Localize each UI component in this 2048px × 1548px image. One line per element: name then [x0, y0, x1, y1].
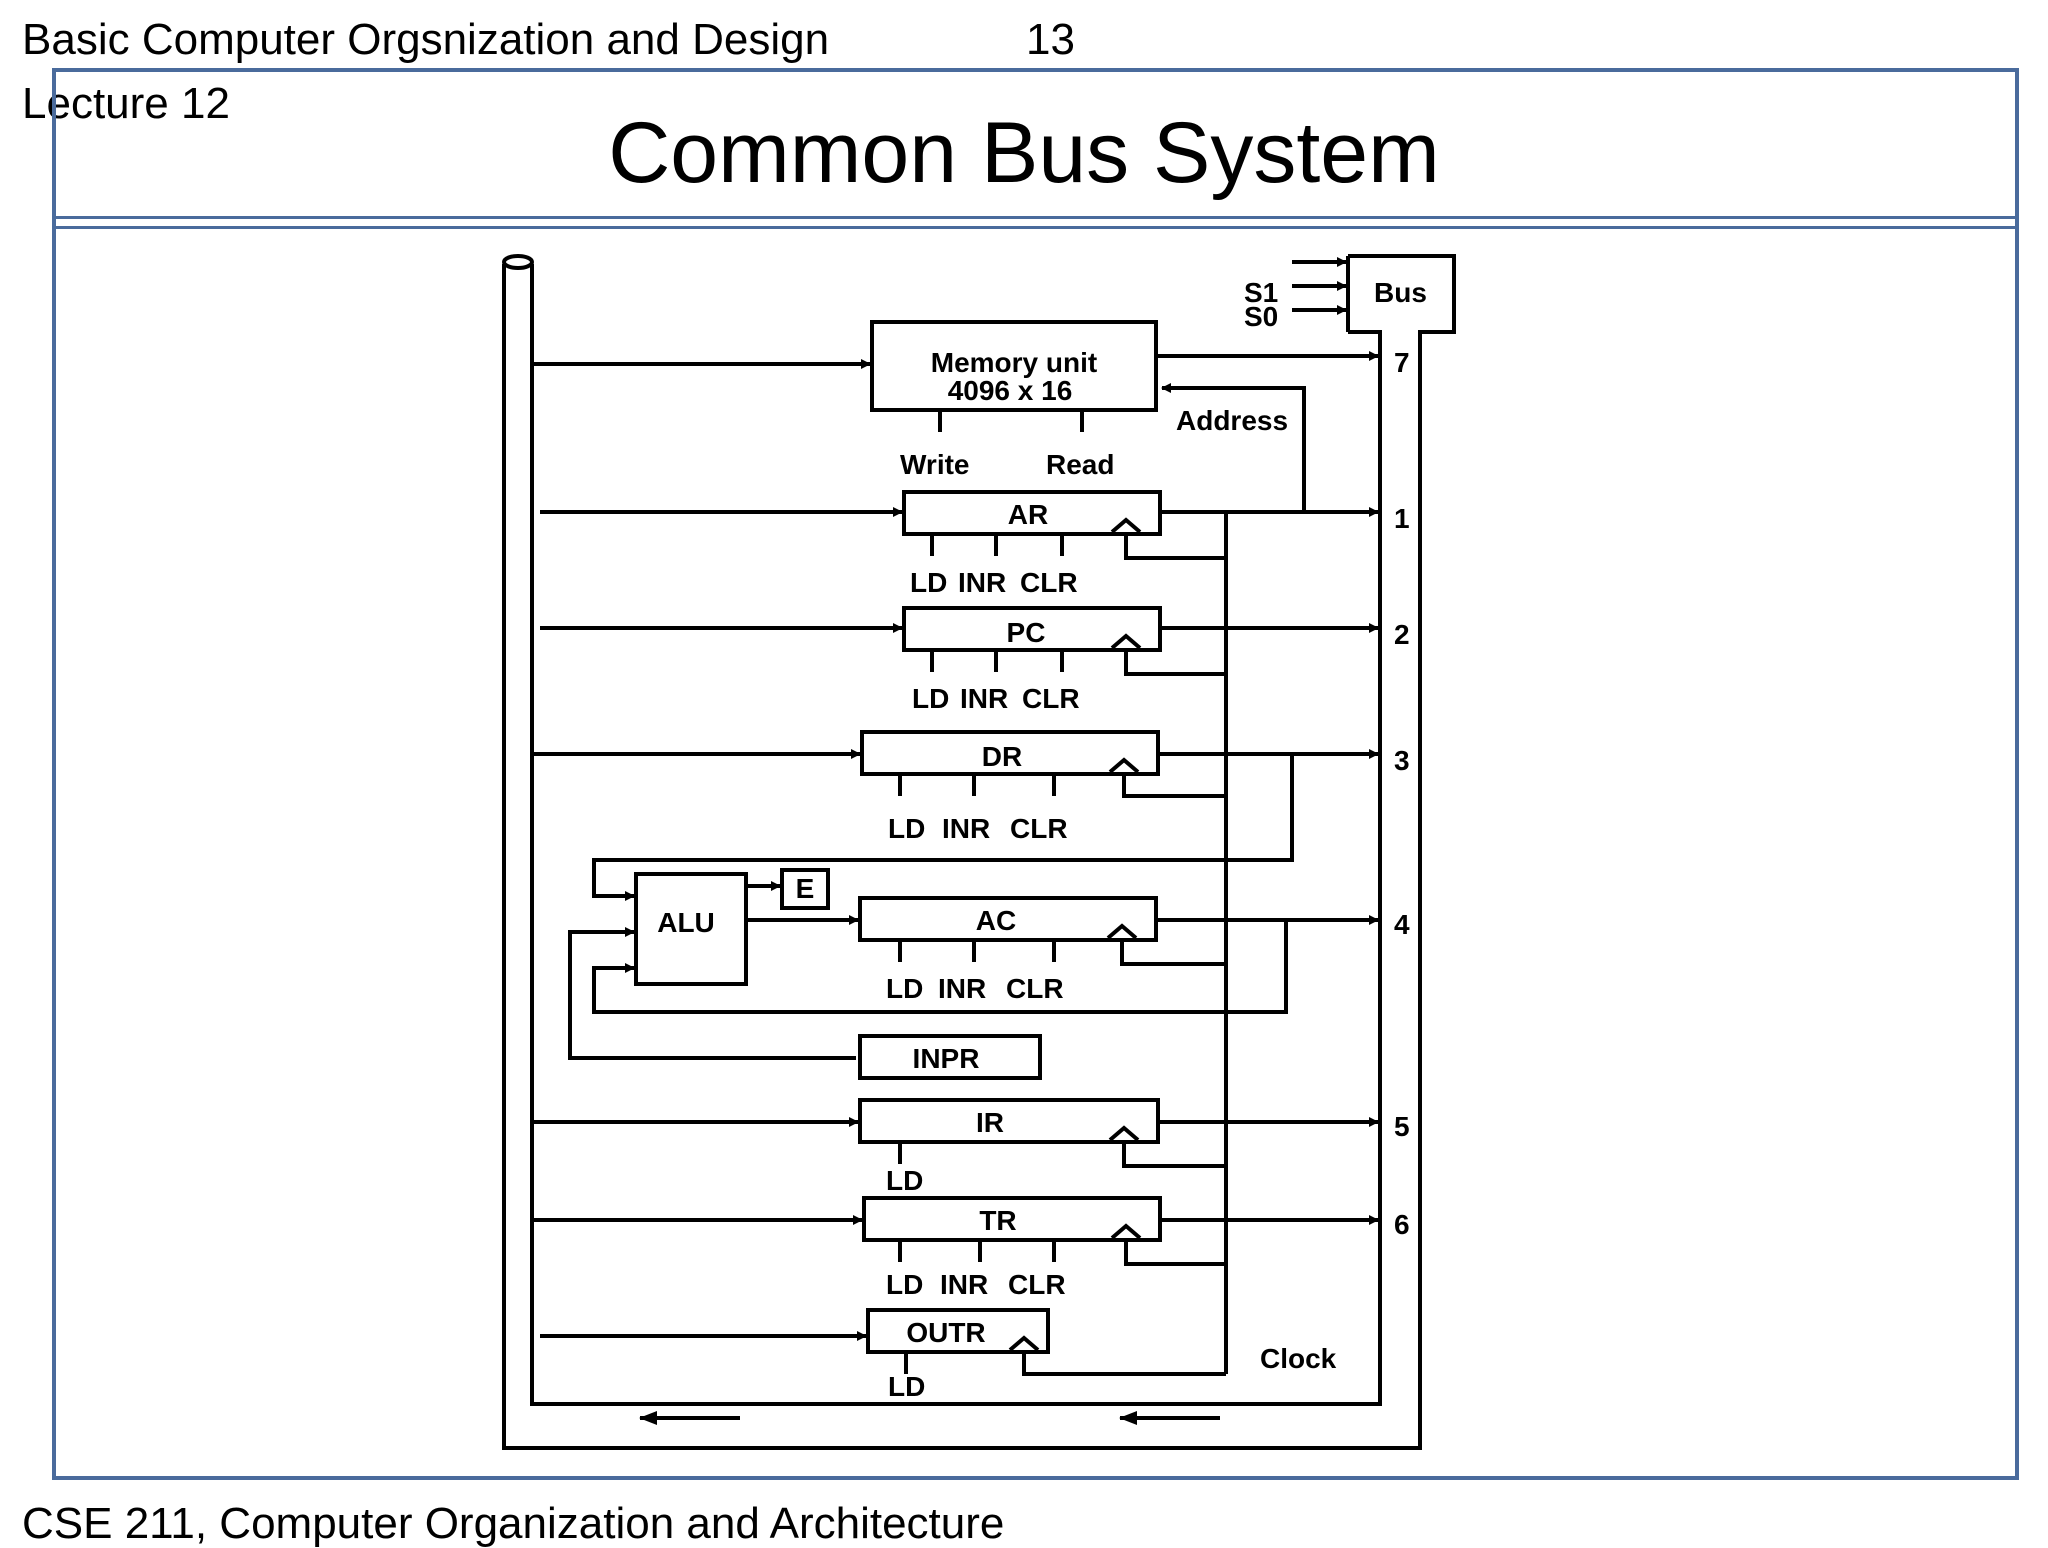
ar-inr-label: INR	[958, 567, 1006, 598]
dr-ld-label: LD	[888, 813, 925, 844]
ac-inr-label: INR	[938, 973, 986, 1004]
outr-ld-label: LD	[888, 1371, 925, 1402]
ir-label: IR	[976, 1107, 1004, 1138]
title-divider-top	[56, 216, 2015, 219]
ar-label: AR	[1008, 499, 1048, 530]
slide-frame	[52, 68, 2019, 1480]
ac-clr-label: CLR	[1006, 973, 1064, 1004]
e-flag-box	[780, 868, 830, 910]
tr-register	[862, 1196, 1162, 1242]
dr-register	[860, 730, 1160, 776]
ac-ld-label: LD	[886, 973, 923, 1004]
pc-inr-label: INR	[960, 683, 1008, 714]
address-label: Address	[1176, 405, 1288, 436]
course-title: Basic Computer Orgsnization and Design	[22, 15, 830, 64]
pc-label: PC	[1007, 617, 1046, 648]
bus-input-7: 7	[1394, 347, 1410, 378]
bus-tube-top	[502, 254, 534, 270]
memory-label-line2: 4096 x 16	[948, 375, 1073, 406]
outr-label: OUTR	[906, 1317, 985, 1348]
bus-input-3: 3	[1394, 745, 1410, 776]
tr-inr-label: INR	[940, 1269, 988, 1300]
ir-register	[858, 1098, 1160, 1144]
ac-register	[858, 896, 1158, 942]
bus-input-1: 1	[1394, 503, 1410, 534]
pc-clr-label: CLR	[1022, 683, 1080, 714]
select-s0-label: S0	[1244, 301, 1278, 332]
ar-ld-label: LD	[910, 567, 947, 598]
write-label: Write	[900, 449, 970, 480]
lecture-label: Lecture 12	[22, 79, 230, 128]
dr-label: DR	[982, 741, 1022, 772]
read-label: Read	[1046, 449, 1114, 480]
ir-ld-label: LD	[886, 1165, 923, 1196]
alu-label: ALU	[657, 907, 715, 938]
title-divider-bottom	[56, 226, 2015, 229]
inpr-label: INPR	[913, 1043, 980, 1074]
e-flag-label: E	[796, 873, 815, 904]
tr-ld-label: LD	[886, 1269, 923, 1300]
slide-title: Common Bus System	[608, 105, 1440, 201]
ar-clr-label: CLR	[1020, 567, 1078, 598]
bus-outer-line	[502, 254, 1456, 1450]
slide-number: 13	[1026, 15, 1075, 64]
tr-clr-label: CLR	[1008, 1269, 1066, 1300]
bus-label: Bus	[1374, 277, 1427, 308]
bus-inner-line	[530, 264, 1382, 1406]
alu-box	[634, 872, 748, 986]
bus-input-2: 2	[1394, 619, 1410, 650]
bus-input-5: 5	[1394, 1111, 1410, 1142]
memory-label-line1: Memory unit	[931, 347, 1097, 378]
select-s1-label: S1	[1244, 277, 1278, 308]
footer-course: CSE 211, Computer Organization and Archi…	[22, 1499, 1005, 1548]
tr-label: TR	[979, 1205, 1016, 1236]
dr-inr-label: INR	[942, 813, 990, 844]
memory-unit-box	[870, 320, 1158, 412]
outr-register	[866, 1308, 1050, 1354]
dr-clr-label: CLR	[1010, 813, 1068, 844]
pc-ld-label: LD	[912, 683, 949, 714]
inpr-register	[858, 1034, 1042, 1080]
bus-input-4: 4	[1394, 909, 1410, 940]
clock-label: Clock	[1260, 1343, 1337, 1374]
ac-label: AC	[976, 905, 1016, 936]
bus-input-6: 6	[1394, 1209, 1410, 1240]
ar-register	[902, 490, 1162, 536]
pc-register	[902, 606, 1162, 652]
